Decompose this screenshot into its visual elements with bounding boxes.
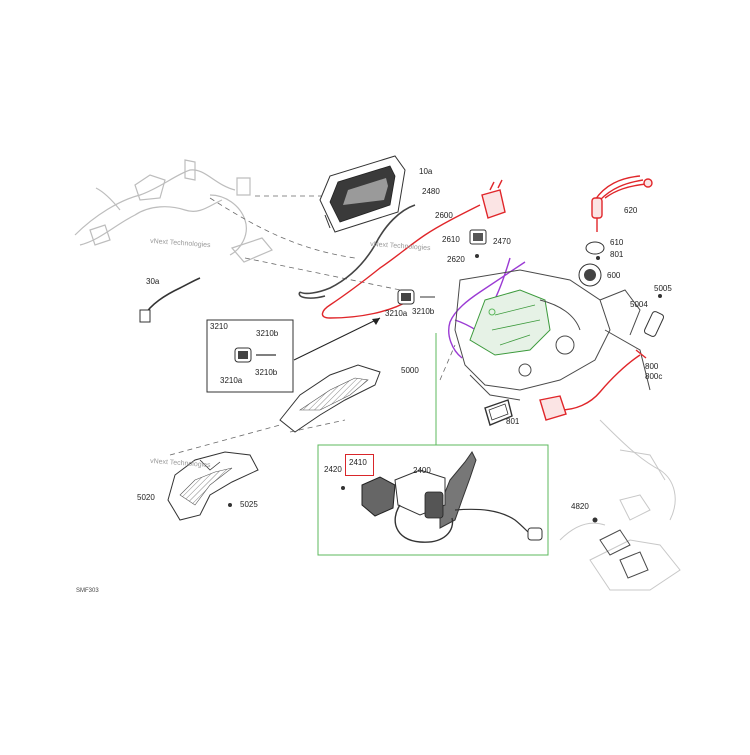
detail-frame-2400: [317, 444, 549, 556]
callout-620[interactable]: 620: [624, 206, 638, 215]
callout-3210b-detail[interactable]: 3210b: [256, 329, 279, 338]
probe-30a[interactable]: [139, 277, 201, 323]
callout-2600[interactable]: 2600: [435, 211, 453, 220]
display-cluster-10a[interactable]: [319, 155, 406, 233]
callout-2620[interactable]: 2620: [447, 255, 465, 264]
callout-800[interactable]: 800: [645, 362, 659, 371]
screw-2620[interactable]: [475, 254, 479, 258]
leader-lines: [169, 195, 456, 456]
detail-frame-anchor: [488, 308, 496, 316]
ignition-600[interactable]: [578, 263, 602, 287]
screw-2420[interactable]: [341, 486, 345, 490]
engine-assembly: [454, 269, 651, 401]
callout-2400[interactable]: 2400: [413, 466, 431, 475]
cable-2480[interactable]: [298, 204, 416, 299]
detail-pointer-arrowhead: [372, 318, 380, 325]
relay-2610[interactable]: [469, 229, 487, 245]
knob-610[interactable]: [585, 241, 605, 255]
switch-2410[interactable]: [361, 476, 396, 517]
callout-801[interactable]: 801: [506, 417, 520, 426]
highlight-box-2410: [345, 454, 374, 476]
throttle-assembly-2400[interactable]: [394, 451, 543, 543]
figure-code: SMF303: [76, 588, 99, 594]
callout-2470[interactable]: 2470: [493, 237, 511, 246]
ghost-harness-left: [74, 159, 273, 263]
callout-600[interactable]: 600: [607, 271, 621, 280]
screw-5025[interactable]: [228, 503, 232, 507]
callout-5025[interactable]: 5025: [240, 500, 258, 509]
gasket-801[interactable]: [484, 399, 513, 426]
callout-5020[interactable]: 5020: [137, 493, 155, 502]
callout-5004[interactable]: 5004: [630, 300, 648, 309]
screw-4820[interactable]: [592, 517, 598, 523]
callout-2410[interactable]: 2410: [349, 458, 367, 467]
callout-3210a-detail[interactable]: 3210a: [220, 376, 243, 385]
detail-pointer-line: [293, 317, 381, 361]
callout-2480[interactable]: 2480: [422, 187, 440, 196]
screw-801-top[interactable]: [596, 256, 600, 260]
callout-3210[interactable]: 3210: [210, 322, 228, 331]
ghost-frame-right: [559, 419, 681, 591]
detail-3210-part[interactable]: [234, 347, 276, 363]
callout-3210a[interactable]: 3210a: [385, 309, 408, 318]
red-harness-2600[interactable]: [321, 179, 506, 319]
panel-5000[interactable]: [279, 364, 381, 433]
callout-800c[interactable]: 800c: [645, 372, 663, 381]
callout-3210b-detail-2[interactable]: 3210b: [255, 368, 278, 377]
callout-5000[interactable]: 5000: [401, 366, 419, 375]
callout-10a[interactable]: 10a: [419, 167, 433, 176]
panel-5020[interactable]: [167, 451, 259, 521]
screw-5005[interactable]: [658, 294, 662, 298]
sensor-5004[interactable]: [643, 311, 665, 338]
callout-801-top[interactable]: 801: [610, 250, 624, 259]
connector-3210a[interactable]: [397, 289, 435, 305]
callout-2420[interactable]: 2420: [324, 465, 342, 474]
callout-5005[interactable]: 5005: [654, 284, 672, 293]
callout-2610[interactable]: 2610: [442, 235, 460, 244]
callout-4820[interactable]: 4820: [571, 502, 589, 511]
callout-3210b[interactable]: 3210b: [412, 307, 435, 316]
red-harness-800[interactable]: [539, 349, 647, 421]
lanyard-620[interactable]: [591, 175, 653, 232]
callout-610[interactable]: 610: [610, 238, 624, 247]
engine-harness-green[interactable]: [469, 289, 551, 356]
bracket-4820-area: [599, 529, 649, 579]
callout-30a[interactable]: 30a: [146, 277, 160, 286]
